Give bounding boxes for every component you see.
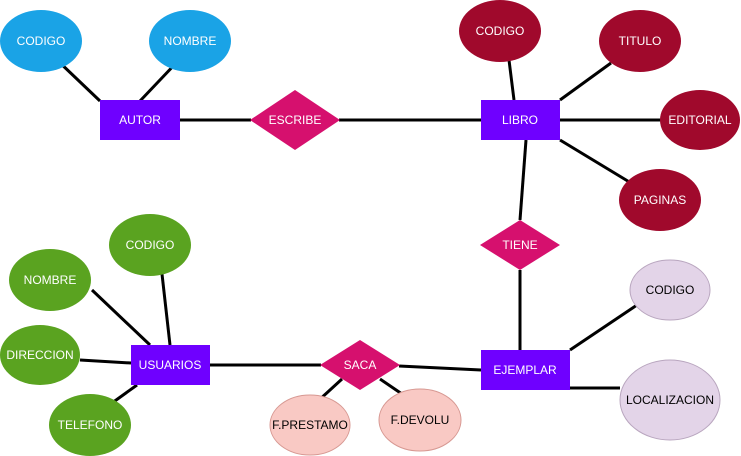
libro-paginas-label: PAGINAS: [634, 193, 686, 207]
usuario-telefono-label: TELEFONO: [58, 418, 123, 432]
connectors: [55, 58, 661, 405]
tiene-relationship[interactable]: [480, 220, 560, 270]
usuario-codigo-attribute[interactable]: [109, 214, 191, 276]
usuarios-entity-label: USUARIOS: [139, 358, 202, 372]
libro-titulo-attribute[interactable]: [599, 10, 681, 72]
autor-group: CODIGO NOMBRE AUTOR: [0, 10, 231, 140]
edge-usuarios-nombre: [90, 288, 152, 347]
ejemplar-localizacion-label: LOCALIZACION: [626, 393, 714, 407]
edge-usuarios-telefono: [111, 383, 138, 405]
usuario-direccion-attribute[interactable]: [0, 325, 80, 385]
ejemplar-entity-label: EJEMPLAR: [493, 363, 557, 377]
autor-entity[interactable]: [100, 100, 180, 140]
edge-ejemplar-codigo: [569, 303, 638, 352]
autor-codigo-attribute[interactable]: [0, 10, 82, 72]
tiene-group: TIENE: [480, 220, 560, 270]
usuario-nombre-attribute[interactable]: [9, 249, 91, 311]
ejemplar-group: CODIGO LOCALIZACION EJEMPLAR: [481, 259, 721, 441]
saca-group: SACA F.PRESTAMO F.DEVOLU: [269, 340, 462, 456]
edge-libro-paginas: [559, 138, 632, 185]
edge-saca-ejemplar: [398, 364, 482, 372]
escribe-label: ESCRIBE: [269, 113, 322, 127]
autor-codigo-label: CODIGO: [17, 34, 66, 48]
saca-fprestamo-attribute[interactable]: [269, 394, 351, 456]
edge-saca-fdevolu: [379, 377, 403, 396]
saca-fprestamo-label: F.PRESTAMO: [272, 418, 348, 432]
usuario-codigo-label: CODIGO: [126, 238, 175, 252]
saca-relationship[interactable]: [320, 340, 400, 390]
edge-usuarios-direccion: [79, 358, 132, 365]
libro-paginas-attribute[interactable]: [619, 169, 701, 231]
escribe-group: ESCRIBE: [250, 90, 340, 150]
escribe-relationship[interactable]: [250, 90, 340, 150]
usuarios-group: CODIGO NOMBRE DIRECCION TELEFONO USUARIO…: [0, 214, 210, 456]
ejemplar-localizacion-attribute[interactable]: [619, 359, 721, 441]
edge-libro-tiene: [518, 139, 528, 221]
libro-entity-label: LIBRO: [502, 113, 538, 127]
libro-entity[interactable]: [481, 100, 560, 140]
ejemplar-codigo-label: CODIGO: [646, 283, 695, 297]
saca-label: SACA: [344, 358, 377, 372]
usuario-telefono-attribute[interactable]: [49, 394, 131, 456]
autor-entity-label: AUTOR: [119, 113, 161, 127]
libro-editorial-attribute[interactable]: [660, 90, 740, 150]
usuario-nombre-label: NOMBRE: [24, 273, 77, 287]
libro-codigo-label: CODIGO: [476, 24, 525, 38]
libro-codigo-attribute[interactable]: [459, 0, 541, 62]
ejemplar-codigo-attribute[interactable]: [629, 259, 711, 321]
usuarios-entity[interactable]: [131, 345, 210, 385]
ejemplar-entity[interactable]: [481, 350, 570, 390]
edge-libro-titulo: [559, 61, 612, 102]
edge-usuarios-codigo: [160, 273, 172, 346]
tiene-label: TIENE: [502, 238, 537, 252]
libro-editorial-label: EDITORIAL: [668, 113, 731, 127]
saca-fdevolu-label: F.DEVOLU: [391, 413, 450, 427]
saca-fdevolu-attribute[interactable]: [378, 388, 462, 452]
autor-nombre-attribute[interactable]: [149, 10, 231, 72]
edge-libro-codigo: [507, 59, 516, 101]
autor-nombre-label: NOMBRE: [164, 34, 217, 48]
libro-titulo-label: TITULO: [619, 34, 662, 48]
edge-autor-codigo: [55, 58, 102, 103]
usuario-direccion-label: DIRECCION: [6, 348, 73, 362]
libro-group: CODIGO TITULO EDITORIAL PAGINAS LIBRO: [459, 0, 740, 231]
